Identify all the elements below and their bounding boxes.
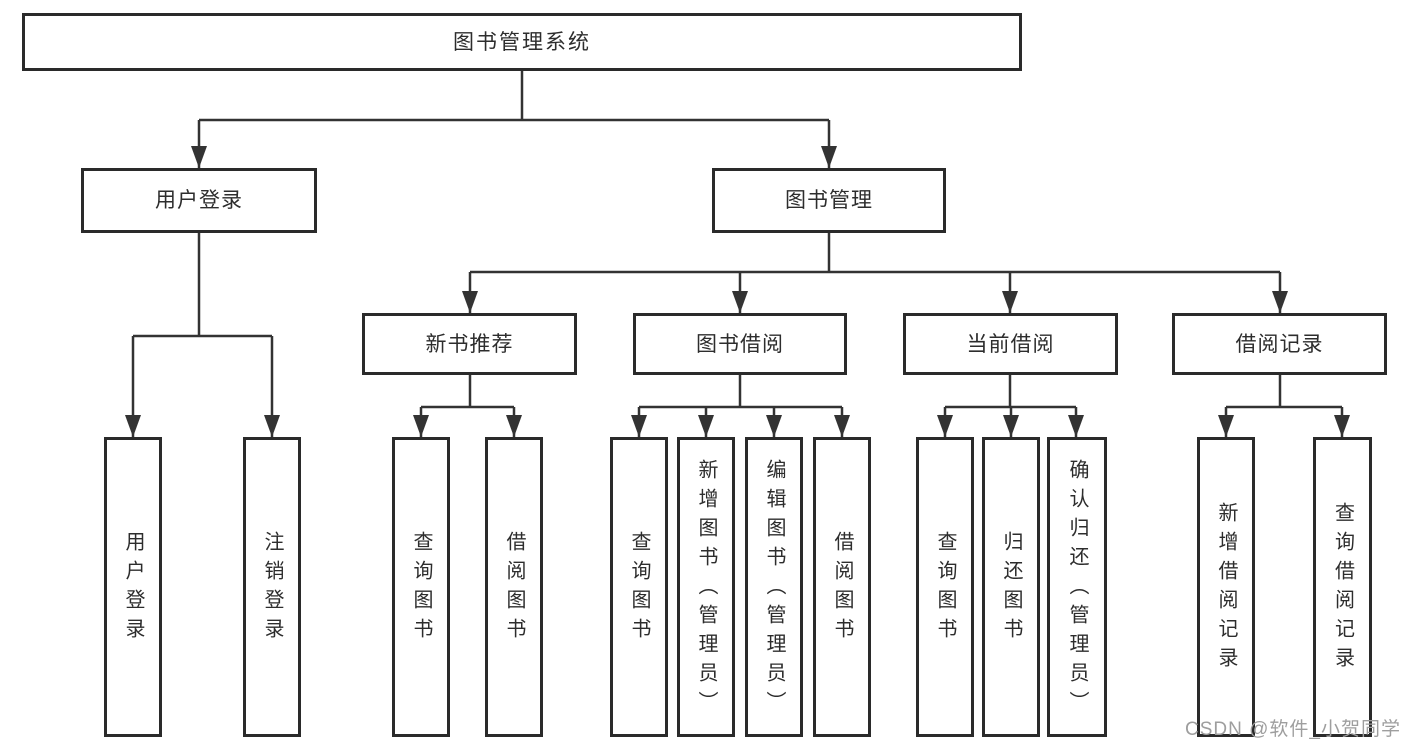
node-new-book-recommend: 新书推荐 bbox=[362, 313, 577, 375]
leaf-query-books-current: 查询图书 bbox=[916, 437, 974, 737]
leaf-query-books-borrow: 查询图书 bbox=[610, 437, 668, 737]
leaf-borrow-books: 借阅图书 bbox=[813, 437, 871, 737]
leaf-user-login: 用户登录 bbox=[104, 437, 162, 737]
leaf-borrow-books-recommend: 借阅图书 bbox=[485, 437, 543, 737]
leaf-add-borrow-record: 新增借阅记录 bbox=[1197, 437, 1255, 737]
node-library-management-system: 图书管理系统 bbox=[22, 13, 1022, 71]
node-user-login: 用户登录 bbox=[81, 168, 317, 233]
node-current-borrow: 当前借阅 bbox=[903, 313, 1118, 375]
leaf-query-borrow-record: 查询借阅记录 bbox=[1313, 437, 1372, 737]
watermark: CSDN @软件_小贺同学 bbox=[1185, 719, 1401, 740]
leaf-logout-login: 注销登录 bbox=[243, 437, 301, 737]
leaf-add-book-admin: 新增图书（管理员） bbox=[677, 437, 735, 737]
node-borrow-records: 借阅记录 bbox=[1172, 313, 1387, 375]
leaf-return-book: 归还图书 bbox=[982, 437, 1040, 737]
leaf-edit-book-admin: 编辑图书（管理员） bbox=[745, 437, 803, 737]
leaf-confirm-return-admin: 确认归还（管理员） bbox=[1047, 437, 1107, 737]
connector-lines bbox=[133, 71, 1342, 409]
node-book-management: 图书管理 bbox=[712, 168, 946, 233]
node-book-borrow: 图书借阅 bbox=[633, 313, 847, 375]
connector-arrows bbox=[125, 120, 1350, 437]
leaf-query-books-recommend: 查询图书 bbox=[392, 437, 450, 737]
